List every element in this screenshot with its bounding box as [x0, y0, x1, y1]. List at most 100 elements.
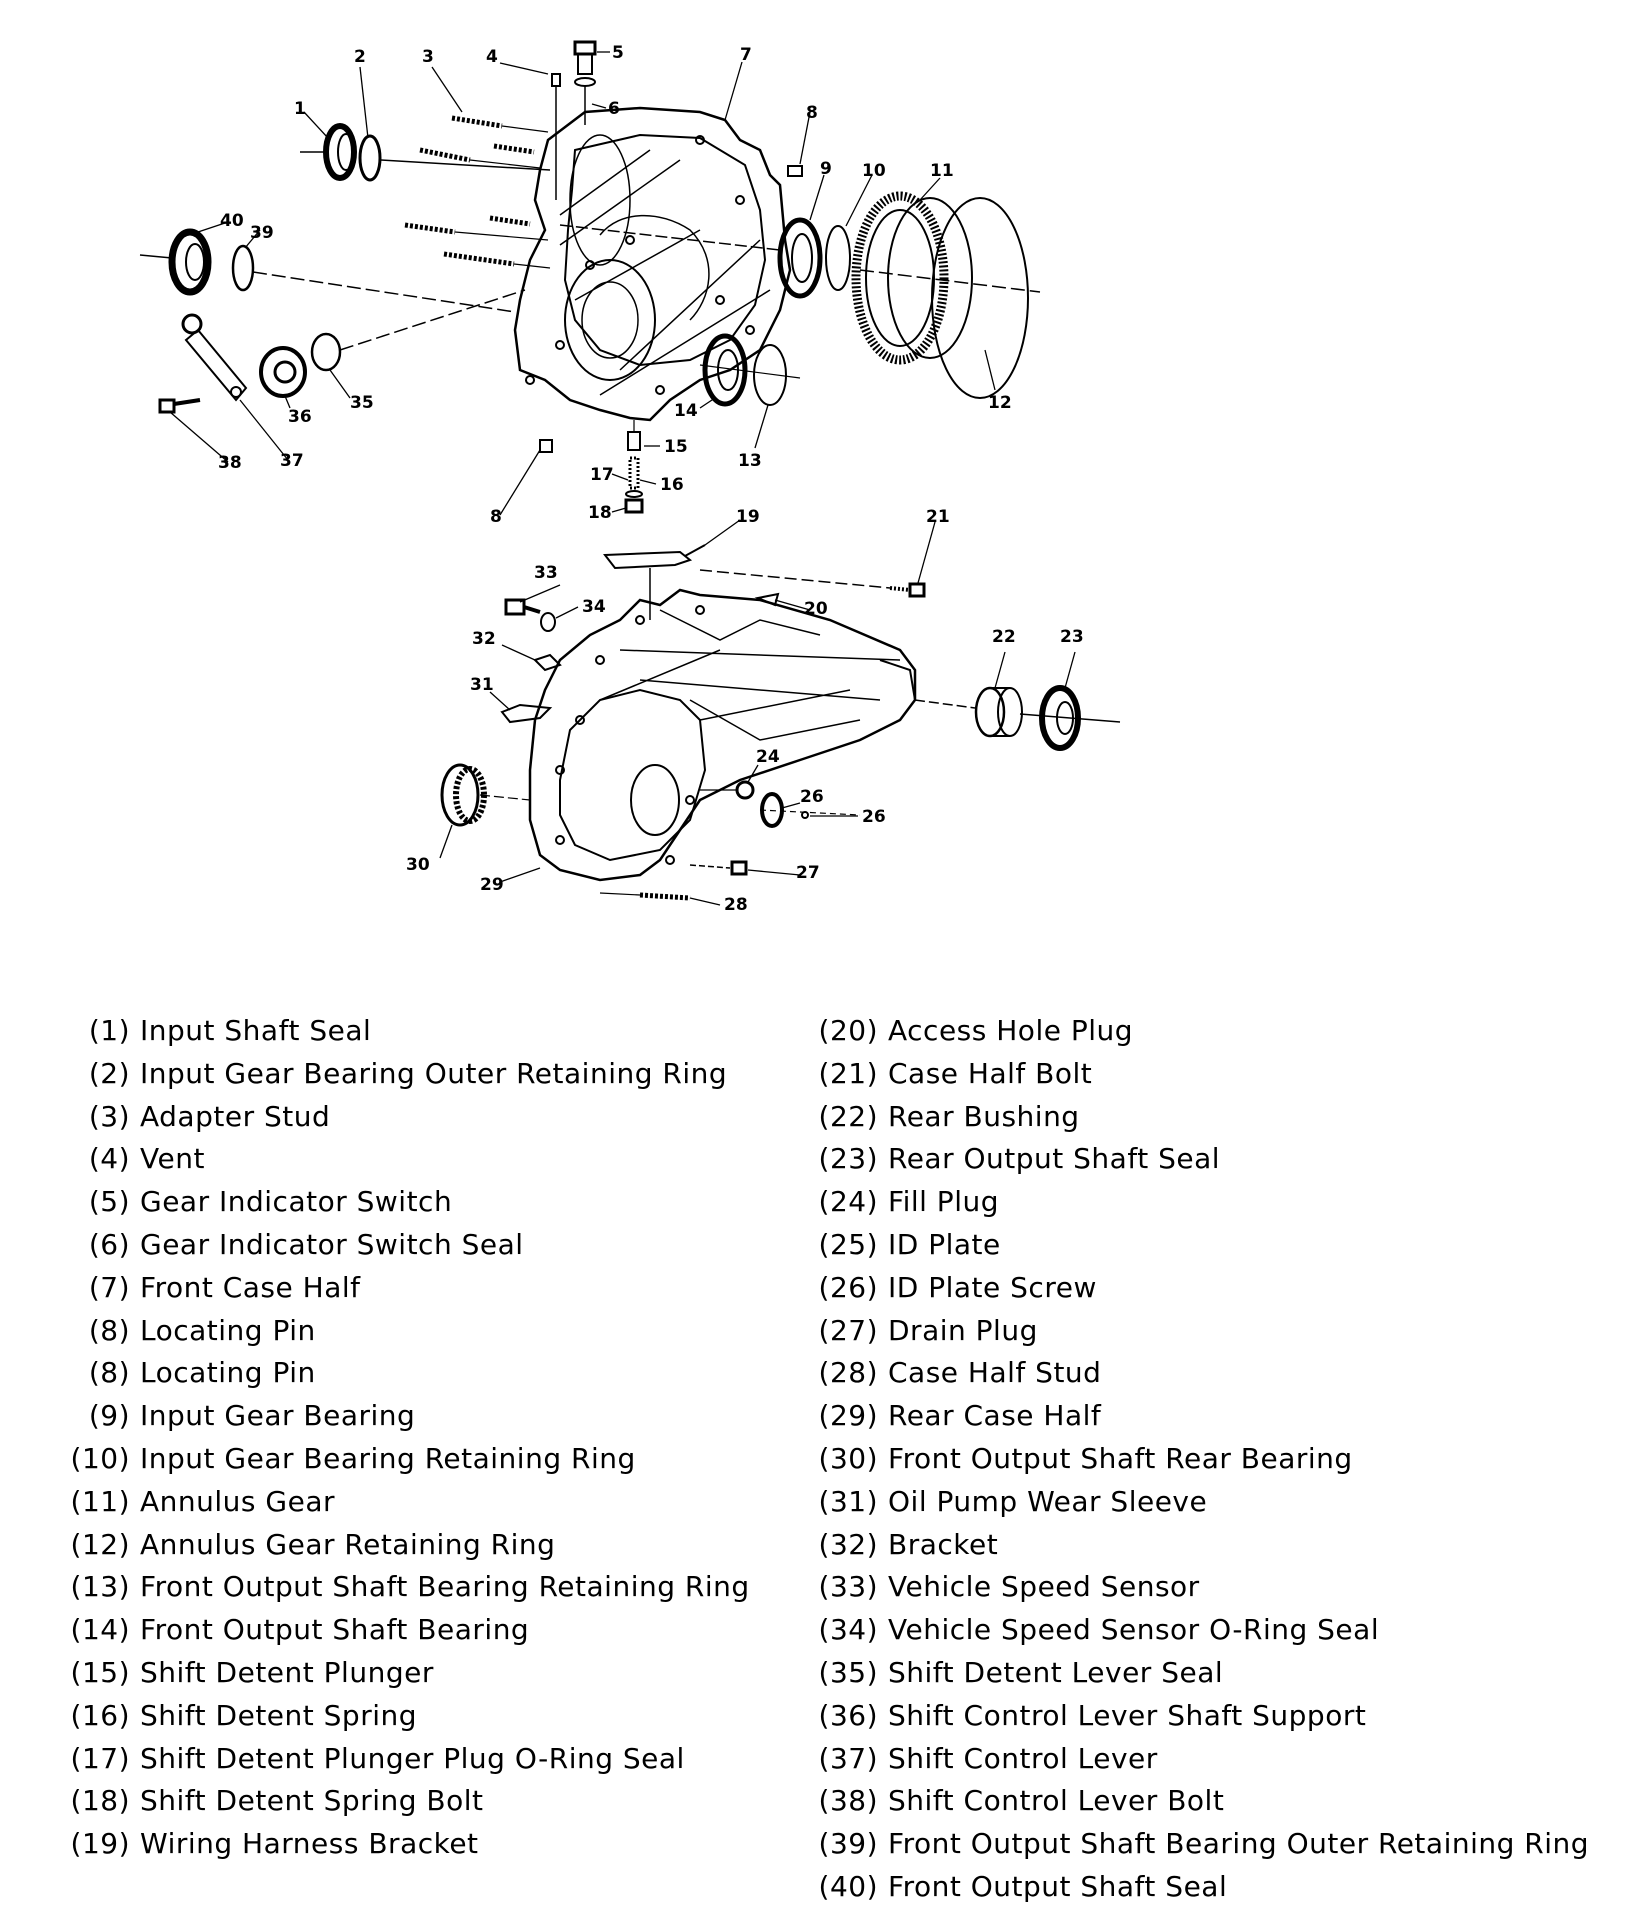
legend-item-number: (3) [88, 1099, 130, 1133]
legend-item-number: (37) [818, 1741, 878, 1775]
legend-item: (3)Adapter Stud [68, 1096, 750, 1139]
legend-item-label: Shift Detent Plunger Plug O-Ring Seal [140, 1741, 685, 1775]
callout-labels: 1 2 3 4 5 6 7 8 9 10 11 12 13 14 15 16 1… [218, 43, 1084, 915]
case-half-stud-part [599, 892, 691, 901]
legend-item: (29)Rear Case Half [812, 1395, 1589, 1438]
legend-item: (35)Shift Detent Lever Seal [812, 1652, 1589, 1695]
callout-31: 31 [470, 675, 494, 695]
legend-item-number: (7) [88, 1270, 130, 1304]
legend-item-number: (17) [70, 1741, 130, 1775]
legend-item-number: (21) [818, 1056, 878, 1090]
legend-item-label: Rear Case Half [888, 1399, 1102, 1433]
legend-item-number: (19) [70, 1827, 130, 1861]
legend-item-number: (40) [818, 1869, 878, 1903]
legend-item-number: (10) [70, 1441, 130, 1475]
callout-21: 21 [926, 507, 950, 527]
legend-item-label: Input Gear Bearing [140, 1399, 416, 1433]
legend-item-label: Rear Bushing [888, 1099, 1080, 1133]
exploded-view-diagram: 1 2 3 4 5 6 7 8 9 10 11 12 13 14 15 16 1… [0, 0, 1648, 960]
legend-item: (12)Annulus Gear Retaining Ring [68, 1524, 750, 1567]
legend-item-label: Input Gear Bearing Retaining Ring [140, 1441, 636, 1475]
legend-item: (25)ID Plate [812, 1224, 1589, 1267]
legend-item-label: Drain Plug [888, 1313, 1038, 1347]
callout-17: 17 [590, 465, 614, 485]
legend-item-label: Front Output Shaft Seal [888, 1869, 1228, 1903]
legend-item-label: Front Case Half [140, 1270, 361, 1304]
access-hole-plug-part [754, 592, 780, 607]
vehicle-speed-sensor-part [504, 598, 541, 616]
gear-indicator-switch-part [573, 40, 597, 125]
legend-item: (32)Bracket [812, 1524, 1589, 1567]
legend-item-label: Access Hole Plug [888, 1014, 1134, 1047]
leader-lines [169, 51, 1076, 906]
legend-item-number: (38) [818, 1784, 878, 1818]
legend-item-number: (12) [70, 1527, 130, 1561]
shift-detent-lever-seal-part [310, 332, 342, 372]
callout-26-upper: 26 [800, 787, 824, 807]
fill-plug-part [735, 780, 755, 800]
shift-detent-stack-part [624, 420, 644, 514]
legend-item-number: (15) [70, 1655, 130, 1689]
legend-item-number: (25) [818, 1227, 878, 1261]
callout-4: 4 [486, 47, 498, 67]
front-output-shaft-rear-bearing-part [440, 763, 487, 827]
legend-item-number: (8) [88, 1313, 130, 1347]
callout-36: 36 [288, 407, 312, 427]
parts-legend-left: (1)Input Shaft Seal(2) Input Gear Bearing… [68, 1010, 750, 1866]
legend-item-label: Shift Detent Spring [140, 1698, 418, 1732]
annulus-gear-retaining-ring-part [931, 197, 1029, 399]
legend-item-label: Shift Control Lever [888, 1741, 1158, 1775]
legend-item: (1)Input Shaft Seal [68, 1010, 750, 1053]
legend-item: (18)Shift Detent Spring Bolt [68, 1780, 750, 1823]
legend-item-number: (4) [88, 1142, 130, 1176]
legend-item: (5)Gear Indicator Switch [68, 1181, 750, 1224]
wiring-harness-bracket-part [603, 544, 706, 620]
id-plate-screw-part [801, 811, 809, 819]
legend-item: (26)ID Plate Screw [812, 1267, 1589, 1310]
legend-item-label: Locating Pin [140, 1356, 316, 1390]
legend-item-label: Input Shaft Seal [140, 1014, 372, 1047]
legend-item: (11)Annulus Gear [68, 1481, 750, 1524]
callout-28: 28 [724, 895, 748, 915]
callout-39: 39 [250, 223, 274, 243]
callout-8-upper: 8 [806, 103, 818, 123]
exploded-view-drawing: 1 2 3 4 5 6 7 8 9 10 11 12 13 14 15 16 1… [139, 40, 1121, 915]
legend-item: (8)Locating Pin [68, 1352, 750, 1395]
legend-item-label: Annulus Gear [140, 1484, 335, 1518]
callout-5: 5 [612, 43, 624, 63]
callout-27: 27 [796, 863, 820, 883]
legend-item-label: Vehicle Speed Sensor [888, 1570, 1200, 1604]
legend-item-number: (2) [88, 1056, 130, 1090]
callout-11: 11 [930, 161, 954, 181]
front-output-shaft-seal-part [168, 228, 212, 296]
legend-item-number: (23) [818, 1142, 878, 1176]
callout-2: 2 [354, 47, 366, 67]
locating-pin-lower-part [539, 439, 553, 453]
legend-item-label: Case Half Bolt [888, 1056, 1093, 1090]
legend-item-label: Input Gear Bearing Outer Retaining Ring [140, 1056, 728, 1090]
callout-13: 13 [738, 451, 762, 471]
input-gear-bearing-retaining-ring-part [825, 225, 851, 291]
legend-item-label: Wiring Harness Bracket [140, 1827, 479, 1861]
callout-9: 9 [820, 159, 832, 179]
legend-item-label: Vent [140, 1142, 205, 1176]
rear-bushing-part [974, 686, 1023, 738]
oil-pump-wear-sleeve-part [500, 703, 553, 724]
legend-item-label: Front Output Shaft Bearing Retaining Rin… [140, 1570, 750, 1604]
legend-item: (10) Input Gear Bearing Retaining Ring [68, 1438, 750, 1481]
legend-item-number: (28) [818, 1356, 878, 1390]
shift-control-lever-bolt-part [158, 398, 201, 414]
legend-item-label: Vehicle Speed Sensor O-Ring Seal [888, 1613, 1380, 1647]
legend-item-number: (14) [70, 1613, 130, 1647]
input-gear-bearing-part [777, 217, 823, 299]
legend-item-number: (9) [88, 1399, 130, 1433]
callout-18: 18 [588, 503, 612, 523]
legend-item-label: Locating Pin [140, 1313, 316, 1347]
legend-item: (6)Gear Indicator Switch Seal [68, 1224, 750, 1267]
legend-item: (39)Front Output Shaft Bearing Outer Ret… [812, 1823, 1589, 1866]
callout-37: 37 [280, 451, 304, 471]
callout-3: 3 [422, 47, 434, 67]
legend-item-number: (13) [70, 1570, 130, 1604]
callout-7: 7 [740, 45, 752, 65]
legend-item: (34)Vehicle Speed Sensor O-Ring Seal [812, 1609, 1589, 1652]
